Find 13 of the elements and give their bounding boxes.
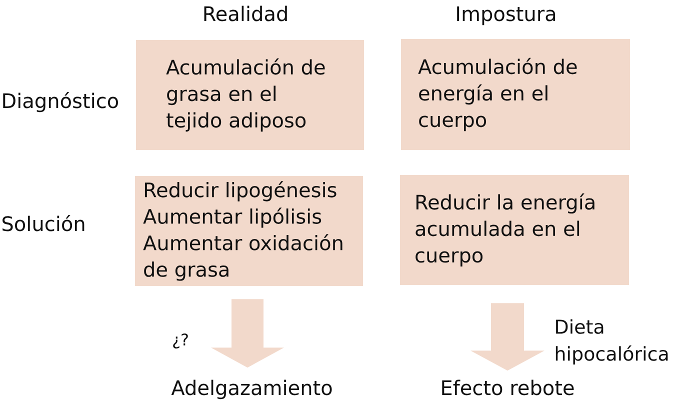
edge-label: ¿? (171, 332, 190, 350)
block-arrow (211, 299, 284, 368)
process-box: Reducir lipogénesis Aumentar lipólisis Aumentar oxidación de grasa (135, 176, 363, 286)
row-header: Diagnóstico (3, 92, 118, 112)
outcome-label: Adelgazamiento (171, 380, 332, 400)
outcome-label: Efecto rebote (442, 380, 574, 396)
column-header: Realidad (204, 6, 287, 22)
block-arrow (470, 303, 544, 371)
process-box: Acumulación de grasa en el tejido adiposo (136, 40, 364, 150)
edge-label: Dieta hipocalórica (553, 318, 673, 366)
row-header: Solución (2, 215, 84, 232)
process-box: Reducir la energía acumulada en el cuerpo (400, 175, 629, 285)
process-box: Acumulación de energía en el cuerpo (401, 39, 630, 150)
